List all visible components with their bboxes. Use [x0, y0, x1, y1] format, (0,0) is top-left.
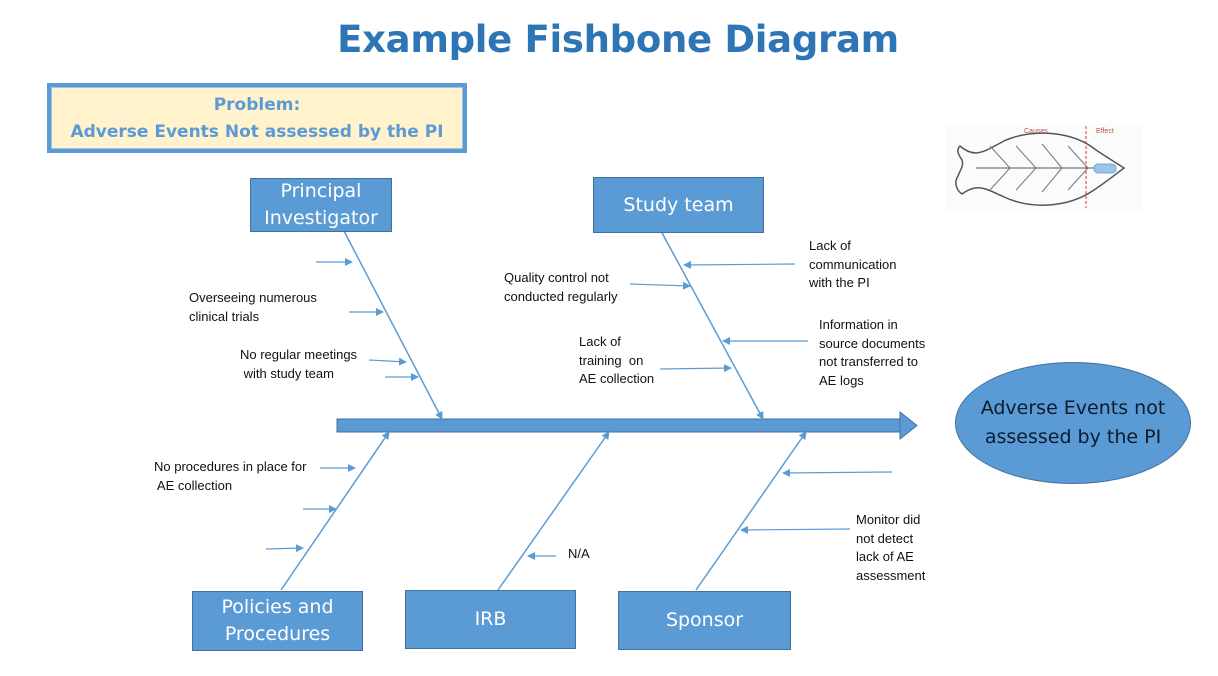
problem-box: Problem: Adverse Events Not assessed by …	[47, 83, 467, 153]
bone-sponsor	[695, 431, 807, 591]
cause-label-no-meetings: No regular meetings with study team	[240, 347, 358, 381]
cause-arrow	[265, 544, 304, 553]
cause-label-quality-control: Quality control not conducted regularly	[504, 270, 618, 304]
cause-label-na: N/A	[568, 546, 590, 561]
fishbone-thumbnail-icon: Causes Effect	[946, 124, 1142, 210]
cause-arrow	[683, 260, 796, 269]
category-sponsor: Sponsor	[618, 591, 791, 650]
page-title: Example Fishbone Diagram	[337, 18, 899, 61]
cause-arrow	[368, 357, 407, 366]
problem-text: Adverse Events Not assessed by the PI	[70, 122, 444, 142]
cause-label-no-procedures: No procedures in place for AE collection	[154, 459, 307, 493]
spine-arrowhead	[899, 410, 918, 441]
bone-principal-investigator	[343, 230, 443, 420]
spine-bar	[336, 418, 901, 433]
cause-label-monitor: Monitor did not detect lack of AE assess…	[856, 512, 926, 583]
cause-arrow	[659, 364, 732, 373]
effect-ellipse: Adverse Events not assessed by the PI	[955, 362, 1191, 484]
category-irb: IRB	[405, 590, 576, 649]
cause-label-info-source: Information in source documents not tran…	[819, 317, 926, 388]
cause-arrow	[629, 281, 691, 290]
bone-irb	[497, 431, 610, 591]
cause-label-lack-communication: Lack of communication with the PI	[809, 238, 897, 290]
thumbnail-effect-label: Effect	[1096, 128, 1114, 135]
category-study-team: Study team	[593, 177, 764, 233]
cause-label-overseeing: Overseeing numerous clinical trials	[189, 290, 317, 324]
cause-arrow	[782, 468, 893, 477]
bone-policies	[280, 431, 390, 591]
cause-label-lack-training: Lack of training on AE collection	[579, 334, 655, 386]
category-principal-investigator: Principal Investigator	[250, 178, 392, 232]
bone-study-team	[660, 230, 764, 420]
thumbnail-causes-label: Causes	[1024, 128, 1048, 135]
problem-heading: Problem:	[213, 95, 301, 115]
category-policies-procedures: Policies and Procedures	[192, 591, 363, 651]
cause-arrow	[740, 525, 851, 534]
